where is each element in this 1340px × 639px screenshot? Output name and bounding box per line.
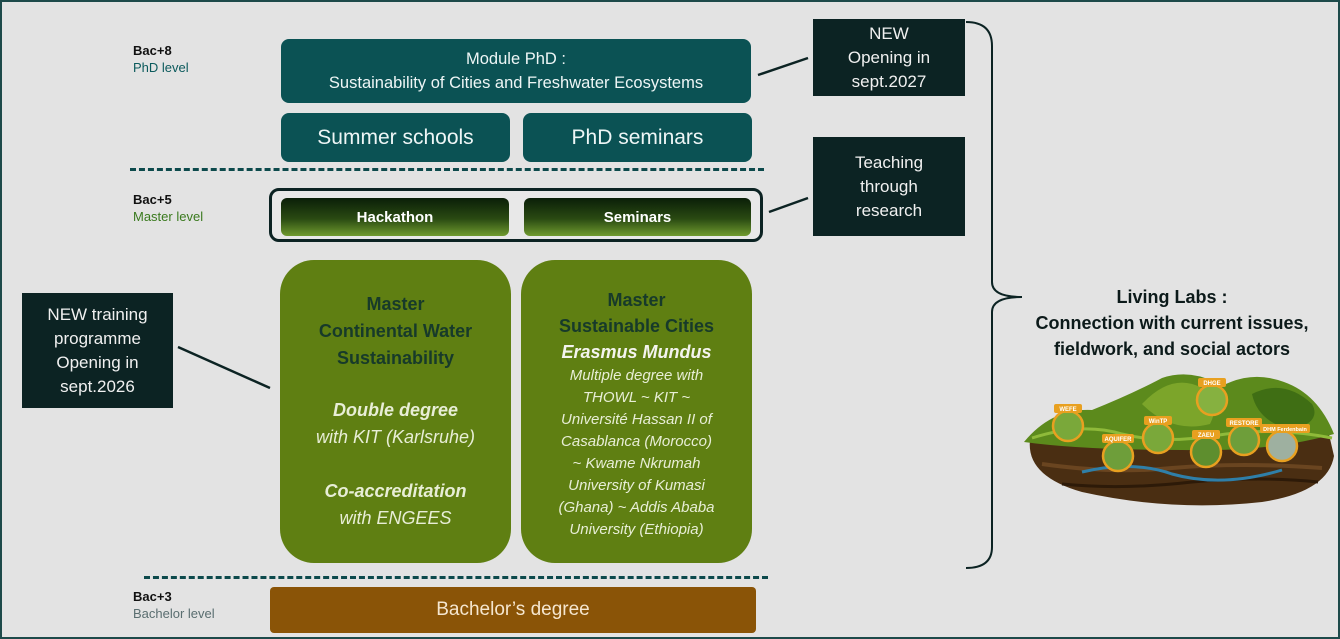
soil-stripe — [1061, 477, 1319, 489]
callout-new-training: NEW training programme Opening in sept.2… — [22, 293, 173, 408]
marker-label: WEFE — [1059, 407, 1076, 413]
summer-schools-label: Summer schools — [317, 125, 474, 149]
callout-teaching-through-research: Teaching through research — [813, 137, 965, 236]
master1-title-line: Sustainability — [336, 348, 455, 368]
callout-line: NEW training — [47, 304, 148, 324]
master-sustainable-cities-card: Master Sustainable Cities Erasmus Mundus… — [521, 260, 752, 563]
living-lab-marker — [1051, 409, 1085, 443]
bachelor-degree-label: Bachelor’s degree — [436, 599, 590, 620]
living-lab-marker — [1189, 435, 1223, 469]
master2-detail-line: Multiple degree with — [569, 367, 704, 384]
level-code-master: Bac+5 — [133, 192, 172, 207]
level-label-phd: Bac+8 PhD level — [133, 42, 189, 76]
callout-line: NEW — [869, 23, 909, 43]
marker-label: WinTP — [1149, 419, 1168, 425]
master2-title-line: Sustainable Cities — [558, 316, 715, 336]
with-kit-label: with KIT (Karlsruhe) — [315, 427, 476, 447]
master2-detail-line: Casablanca (Morocco) — [561, 433, 712, 450]
separator-master-bachelor — [144, 576, 768, 579]
connector-new-phd — [757, 56, 809, 77]
master2-title: Master Sustainable Cities — [521, 287, 752, 339]
separator-phd-master — [130, 168, 764, 171]
marker-label: DHM Ferdenbain — [1263, 427, 1307, 433]
marker-tag — [1144, 416, 1172, 425]
level-name-phd: PhD level — [133, 60, 189, 75]
callout-line: Opening in — [56, 352, 139, 372]
living-lab-marker — [1265, 429, 1299, 463]
level-name-bachelor: Bachelor level — [133, 606, 215, 621]
callout-line: Teaching — [854, 152, 924, 172]
master1-title: Master Continental Water Sustainability — [280, 291, 511, 372]
master1-double-degree: Double degree with KIT (Karlsruhe) — [280, 397, 511, 451]
coaccreditation-label: Co-accreditation — [324, 481, 467, 501]
seminars-box: Seminars — [524, 198, 751, 236]
level-code-bachelor: Bac+3 — [133, 589, 172, 604]
callout-line: Opening in — [847, 47, 931, 67]
callout-line: sept.2027 — [851, 71, 927, 91]
hill-shadow — [1252, 387, 1315, 430]
living-lab-marker — [1141, 421, 1175, 455]
living-labs-landscape-illustration: WEFE AQUIFER WinTP DHGE ZAEU RESTORE DHM… — [1024, 374, 1334, 506]
level-label-bachelor: Bac+3 Bachelor level — [133, 588, 215, 622]
marker-label: ZAEU — [1198, 433, 1214, 439]
soil-stripe — [1041, 462, 1323, 473]
master1-title-line: Continental Water — [318, 321, 473, 341]
bachelor-degree-box: Bachelor’s degree — [270, 587, 756, 633]
marker-tag — [1054, 404, 1082, 413]
living-labs-text: Living Labs : Connection with current is… — [1012, 284, 1332, 362]
callout-line: research — [855, 200, 923, 220]
callout-line: programme — [54, 328, 141, 348]
level-label-master: Bac+5 Master level — [133, 191, 203, 225]
master2-detail-line: (Ghana) ~ Addis Ababa — [558, 499, 715, 516]
callout-line: through — [860, 176, 918, 196]
master2-details: Multiple degree with THOWL ~ KIT ~ Unive… — [521, 365, 752, 541]
master2-detail-line: University (Ethiopia) — [569, 521, 704, 538]
level-name-master: Master level — [133, 209, 204, 224]
marker-tag — [1260, 424, 1310, 433]
phd-seminars-label: PhD seminars — [571, 125, 704, 149]
master-continental-water-card: Master Continental Water Sustainability … — [280, 260, 511, 563]
connector-new-training — [177, 345, 271, 390]
phd-module-title: Module PhD : — [466, 50, 566, 68]
double-degree-label: Double degree — [332, 400, 459, 420]
phd-module-box: Module PhD : Sustainability of Cities an… — [281, 39, 751, 103]
phd-module-subtitle: Sustainability of Cities and Freshwater … — [328, 74, 704, 92]
marker-label: RESTORE — [1230, 421, 1259, 427]
phd-seminars-box: PhD seminars — [523, 113, 752, 162]
living-lab-marker — [1101, 439, 1135, 473]
summer-schools-box: Summer schools — [281, 113, 510, 162]
master1-title-line: Master — [366, 294, 425, 314]
master2-detail-line: ~ Kwame Nkrumah — [572, 455, 701, 472]
level-code-phd: Bac+8 — [133, 43, 172, 58]
erasmus-mundus-label: Erasmus Mundus — [561, 342, 712, 362]
master2-title-line: Master — [607, 290, 666, 310]
master2-detail-line: Université Hassan II of — [561, 411, 712, 428]
living-labs-bracket — [965, 21, 1023, 569]
hackathon-label: Hackathon — [356, 208, 434, 226]
connector-teaching — [768, 196, 809, 214]
callout-line: sept.2026 — [60, 376, 135, 396]
marker-tag — [1198, 378, 1226, 387]
living-lab-marker — [1227, 423, 1261, 457]
marker-tag — [1226, 418, 1262, 427]
marker-tag — [1102, 434, 1134, 443]
living-lab-marker — [1195, 383, 1229, 417]
master1-coaccreditation: Co-accreditation with ENGEES — [280, 478, 511, 532]
living-labs-line: fieldwork, and social actors — [1053, 339, 1291, 359]
master2-detail-line: University of Kumasi — [568, 477, 705, 494]
master2-detail-line: THOWL ~ KIT ~ — [582, 389, 691, 406]
hackathon-box: Hackathon — [281, 198, 509, 236]
seminars-label: Seminars — [603, 208, 672, 226]
hill-highlight — [1142, 382, 1215, 427]
callout-new-phd: NEW Opening in sept.2027 — [813, 19, 965, 96]
living-labs-line: Living Labs : — [1116, 287, 1228, 307]
with-engees-label: with ENGEES — [339, 508, 452, 528]
marker-label: DHGE — [1203, 381, 1220, 387]
marker-tag — [1192, 430, 1220, 439]
marker-label: AQUIFER — [1105, 437, 1133, 443]
living-labs-line: Connection with current issues, — [1035, 313, 1309, 333]
